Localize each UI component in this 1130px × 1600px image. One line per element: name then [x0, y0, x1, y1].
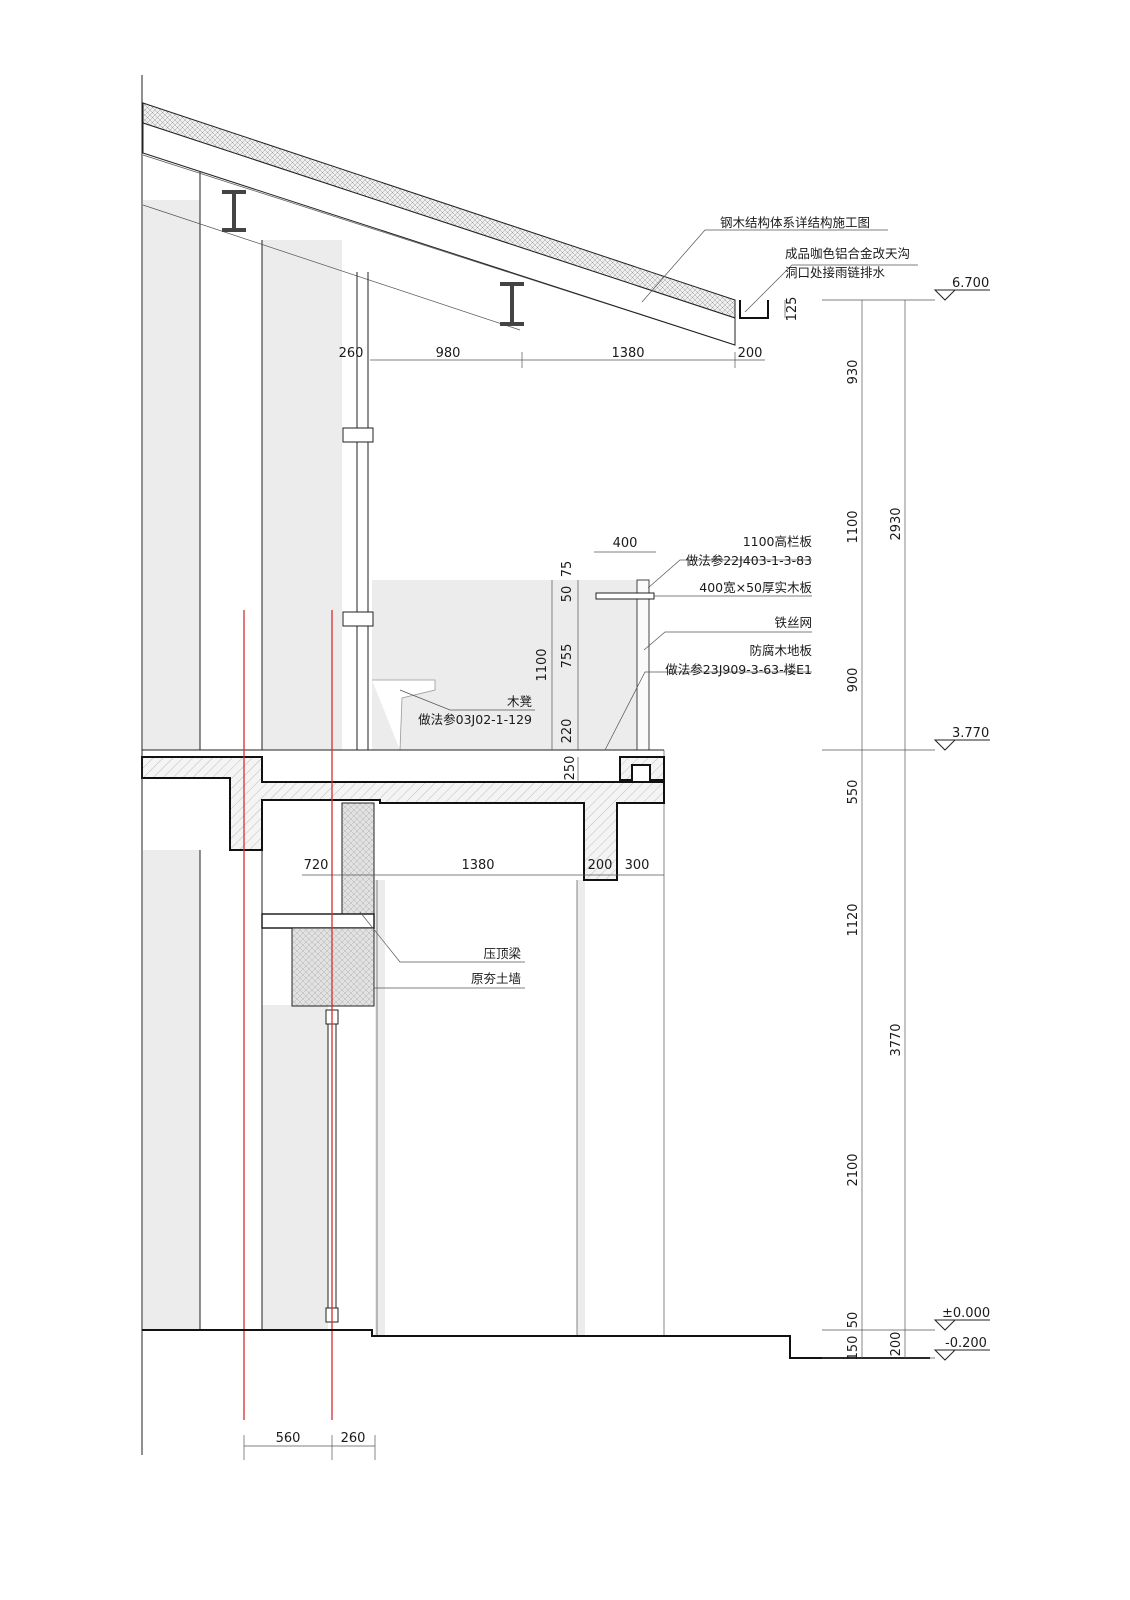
ground	[142, 1329, 930, 1359]
dim-rail-755: 755	[560, 644, 575, 669]
note-earth-wall: 原夯土墙	[471, 971, 521, 986]
dim-rail-400: 400	[613, 536, 638, 551]
earth-wall-shadow	[375, 880, 385, 1335]
concrete-slab	[141, 756, 665, 881]
dim-rail-75: 75	[560, 561, 575, 578]
dim-b-300: 300	[625, 858, 650, 873]
dim-roof-200: 200	[738, 346, 763, 361]
note-bench-line2: 做法参03J02-1-129	[418, 712, 532, 727]
dimension-texts: 125 260 980 1380 200 930 1100 900 2930 5…	[276, 297, 904, 1446]
dim-rail-220: 220	[560, 719, 575, 744]
dim-v-2930: 2930	[889, 507, 904, 540]
rammed-earth-wall	[291, 927, 375, 1007]
dim-v-3770: 3770	[889, 1023, 904, 1056]
roof-deck	[142, 122, 736, 346]
elevation-markers	[933, 289, 990, 1361]
dim-v-1120: 1120	[846, 903, 861, 936]
note-floor-line2: 做法参23J909-3-63-楼E1	[665, 662, 812, 677]
earth-wall-group	[261, 802, 375, 1007]
dim-125: 125	[785, 297, 800, 322]
wood-board	[595, 592, 655, 600]
top-beam	[261, 913, 375, 929]
elevation-texts: 6.700 3.770 ±0.000 -0.200	[942, 276, 990, 1351]
note-gutter-line1: 成品咖色铝合金改天沟	[785, 246, 910, 261]
left-wall-plane	[143, 200, 200, 750]
inner-wall-plane-lower	[262, 1005, 328, 1330]
dim-v-550: 550	[846, 780, 861, 805]
dim-v-200: 200	[889, 1332, 904, 1357]
roof-gutter	[739, 300, 769, 319]
dim-v-1100: 1100	[846, 510, 861, 543]
dim-rail-50: 50	[560, 586, 575, 603]
window-transom-top	[342, 427, 374, 443]
note-wire-mesh: 铁丝网	[774, 615, 812, 630]
left-wall-plane-lower	[143, 850, 200, 1330]
floor-slab	[141, 750, 665, 881]
column-shadow	[577, 880, 585, 1335]
dim-roof-260: 260	[339, 346, 364, 361]
i-beam-lower	[500, 282, 524, 326]
dimension-lines	[243, 299, 935, 1460]
note-top-beam: 压顶梁	[483, 946, 521, 961]
balcony-back-plane	[372, 580, 640, 750]
balcony	[142, 579, 664, 751]
note-floor-line1: 防腐木地板	[749, 643, 812, 658]
elevation-ground: ±0.000	[942, 1306, 990, 1321]
note-steel-wood: 钢木结构体系详结构施工图	[720, 215, 870, 230]
dim-v-900: 900	[846, 668, 861, 693]
dim-roof-980: 980	[436, 346, 461, 361]
dim-b-200: 200	[588, 858, 613, 873]
dim-bottom-260: 260	[341, 1431, 366, 1446]
upper-window	[342, 272, 374, 750]
note-rail-line1: 1100高栏板	[743, 534, 813, 549]
dim-bottom-560: 560	[276, 1431, 301, 1446]
elevation-roof: 6.700	[952, 276, 989, 291]
elevation-floor2: 3.770	[952, 726, 989, 741]
dim-v-2100: 2100	[846, 1153, 861, 1186]
ground-line	[142, 1329, 930, 1359]
annotation-texts: 钢木结构体系详结构施工图 成品咖色铝合金改天沟 洞口处接雨链排水 1100高栏板…	[418, 215, 910, 986]
dim-v-930: 930	[846, 360, 861, 385]
note-rail-line2: 做法参22J403-1-3-83	[686, 553, 812, 568]
roof-panel	[142, 102, 736, 319]
i-beam-upper	[222, 190, 246, 232]
dim-v-150: 150	[846, 1336, 861, 1361]
elevation-outside: -0.200	[945, 1336, 987, 1351]
leader-lines	[359, 229, 918, 989]
window-transom-bottom	[342, 611, 374, 627]
wood-bench	[372, 679, 436, 751]
dim-v-50: 50	[846, 1312, 861, 1329]
purlin-line	[142, 204, 521, 331]
note-gutter-line2: 洞口处接雨链排水	[785, 265, 886, 280]
dim-rail-1100: 1100	[535, 648, 550, 681]
note-bench-line1: 木凳	[507, 694, 533, 709]
wall-post	[341, 802, 375, 916]
railing-panel	[636, 579, 650, 751]
inner-wall-plane-upper	[262, 240, 342, 750]
roof	[142, 102, 769, 346]
dim-slab-250: 250	[563, 756, 578, 781]
dim-b-1380: 1380	[461, 858, 494, 873]
dim-roof-1380: 1380	[611, 346, 644, 361]
note-wood-board: 400宽×50厚实木板	[699, 580, 812, 595]
background-planes	[143, 200, 640, 1335]
dim-b-720: 720	[304, 858, 329, 873]
